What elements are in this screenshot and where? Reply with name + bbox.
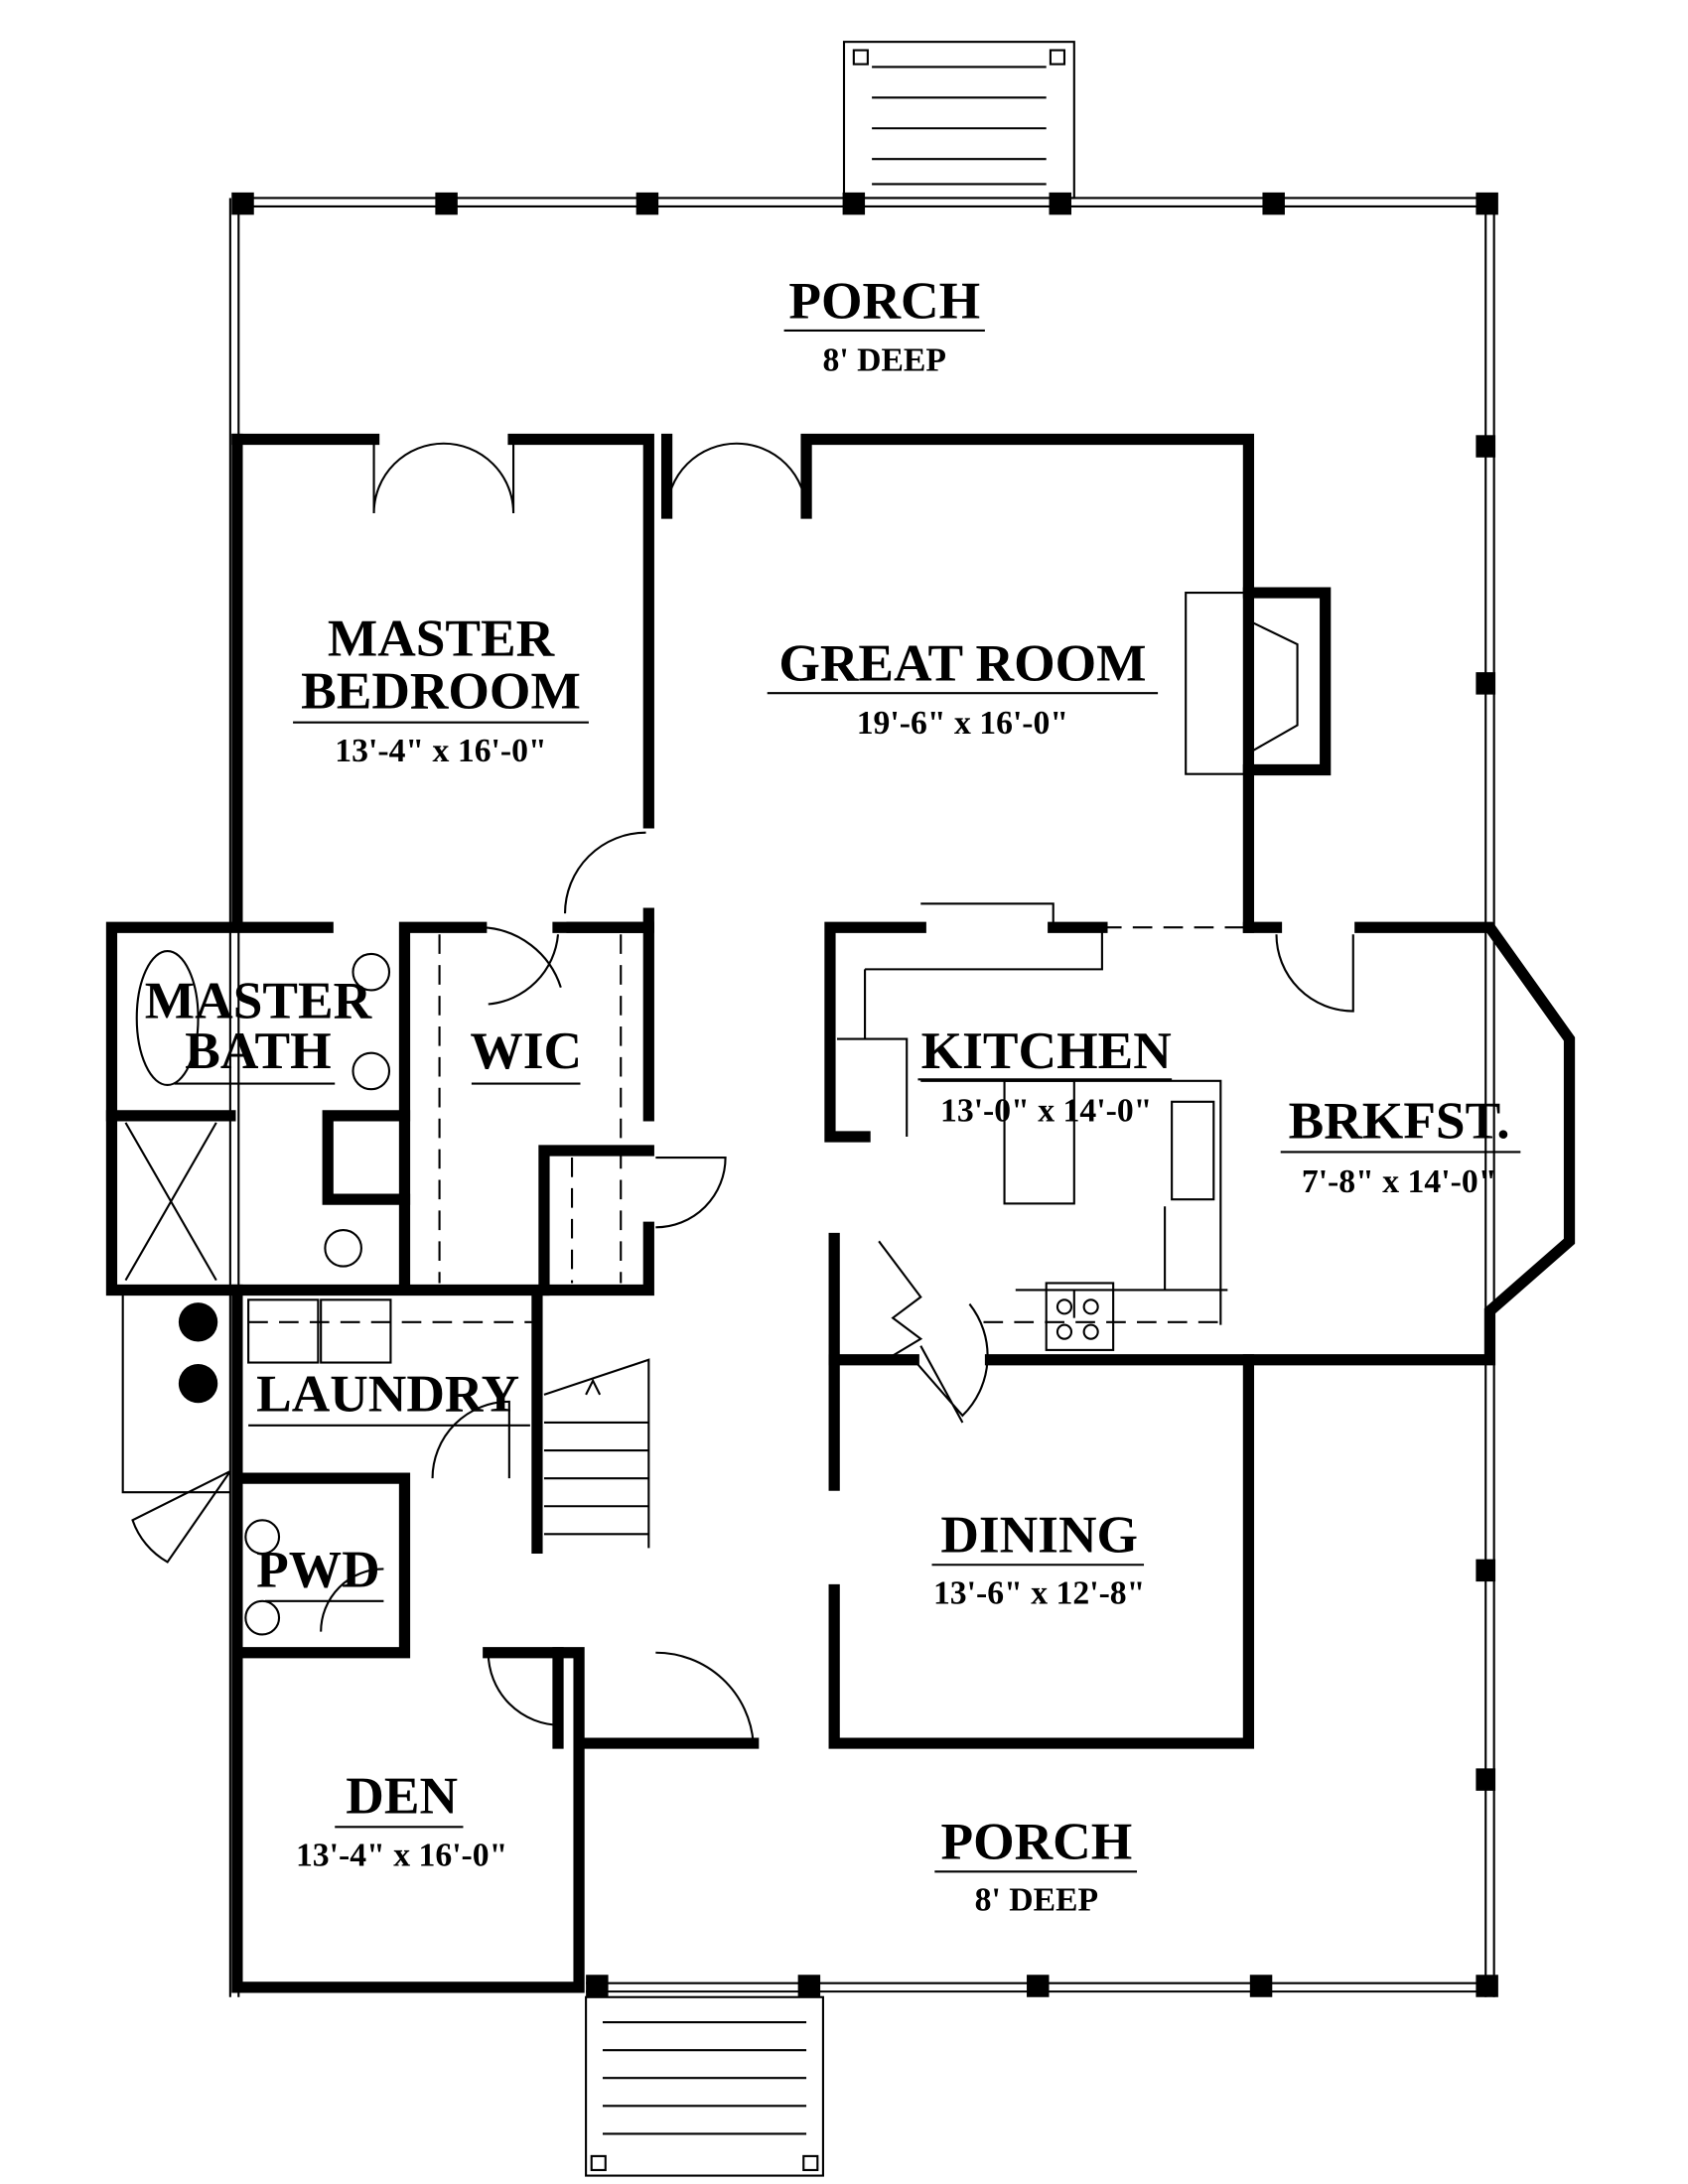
dining-label: DINING <box>940 1505 1138 1565</box>
doors-fixtures <box>121 439 1354 1744</box>
rear-steps <box>842 41 1075 200</box>
kitchen-dims: 13'-0" x 14'-0" <box>940 1093 1152 1130</box>
front-steps <box>585 1995 824 2177</box>
porch-rear-dims: 8' DEEP <box>822 342 946 379</box>
porch-outline <box>228 192 1498 1997</box>
porch-front-dims: 8' DEEP <box>975 1882 1099 1919</box>
walls <box>105 433 1576 1993</box>
room-labels: PORCH 8' DEEP MASTER BEDROOM 13'-4" x 16… <box>145 270 1521 1919</box>
kitchen-label: KITCHEN <box>921 1021 1172 1080</box>
den-label: DEN <box>346 1765 458 1825</box>
brkfst-dims: 7'-8" x 14'-0" <box>1302 1163 1497 1200</box>
brkfst-label: BRKFST. <box>1289 1090 1510 1150</box>
great-room-label: GREAT ROOM <box>778 633 1146 693</box>
master-bedroom-label-2: BEDROOM <box>301 661 581 721</box>
dining-dims: 13'-6" x 12'-8" <box>933 1575 1145 1612</box>
master-bedroom-label-1: MASTER <box>328 608 556 667</box>
den-dims: 13'-4" x 16'-0" <box>296 1838 507 1874</box>
master-bedroom-dims: 13'-4" x 16'-0" <box>335 733 546 769</box>
wic-label: WIC <box>470 1021 582 1080</box>
porch-rear-label: PORCH <box>788 270 980 330</box>
laundry-label: LAUNDRY <box>256 1364 519 1424</box>
great-room-dims: 19'-6" x 16'-0" <box>857 705 1068 742</box>
pwd-label: PWD <box>256 1540 380 1599</box>
porch-front-label: PORCH <box>941 1812 1133 1871</box>
master-bath-label-2: BATH <box>185 1021 331 1080</box>
master-bath-label-1: MASTER <box>145 971 373 1030</box>
